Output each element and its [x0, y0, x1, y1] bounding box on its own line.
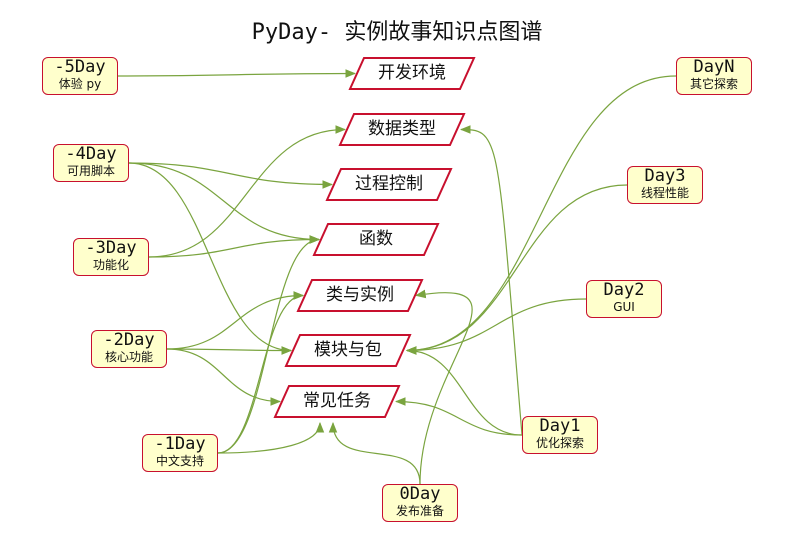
day-subtitle: 线程性能 [640, 186, 689, 200]
edge-arrow [148, 235, 321, 258]
edge-arrow [459, 125, 523, 436]
topic-node-label[interactable]: 函数 [359, 229, 393, 249]
edge-arrow [128, 162, 334, 189]
topic-shape[interactable] [273, 385, 401, 418]
edge-arrow [166, 346, 293, 355]
day-subtitle: 优化探索 [535, 436, 584, 450]
day-subtitle: 功能化 [92, 258, 129, 272]
topic-shape[interactable] [284, 334, 412, 367]
topic-node-label[interactable]: 过程控制 [355, 174, 423, 194]
edge-arrow [405, 184, 628, 355]
day-name: -5Day [54, 57, 106, 77]
day-subtitle: 发布准备 [395, 504, 444, 518]
topic-shape[interactable] [338, 113, 466, 146]
edge-arrow [128, 162, 321, 244]
edge-arrow [405, 298, 587, 355]
edge-arrow [405, 75, 677, 355]
edge-arrow [166, 348, 282, 406]
edge-arrow [394, 397, 523, 436]
day-name: -3Day [85, 238, 137, 258]
day-name: -2Day [103, 330, 155, 350]
day-name: Day3 [644, 166, 686, 186]
edge-arrow [217, 235, 321, 454]
edge-arrow [405, 346, 523, 436]
edge-arrow [414, 289, 473, 485]
day-subtitle: 体验 py [58, 77, 102, 91]
day-name: Day2 [603, 280, 645, 300]
topic-node-label[interactable]: 开发环境 [378, 63, 446, 83]
day-subtitle: 中文支持 [155, 454, 204, 468]
day-name: DayN [693, 57, 735, 77]
day-name: -1Day [154, 434, 206, 454]
topic-shape[interactable] [348, 57, 476, 90]
topic-node-label[interactable]: 数据类型 [368, 119, 436, 139]
day-subtitle: 可用脚本 [66, 164, 115, 178]
edge-arrow [217, 421, 325, 454]
day-name: -4Day [65, 144, 117, 164]
edge-arrow [117, 69, 357, 78]
topic-shape[interactable] [296, 279, 424, 312]
day-name: 0Day [399, 484, 441, 504]
day-subtitle: 核心功能 [104, 350, 153, 364]
topic-shape[interactable] [325, 168, 453, 201]
edge-arrow [166, 291, 305, 350]
diagram-title: PyDay- 实例故事知识点图谱 [251, 20, 543, 45]
edge-arrow [217, 291, 305, 454]
edge-arrow [328, 421, 421, 485]
day-subtitle: 其它探索 [689, 77, 738, 91]
edge-arrow [148, 125, 347, 258]
topic-node-label[interactable]: 类与实例 [326, 285, 394, 305]
day-name: Day1 [539, 416, 581, 436]
day-subtitle: GUI [613, 300, 635, 314]
topic-shape[interactable] [312, 223, 440, 256]
topic-node-label[interactable]: 常见任务 [303, 391, 371, 411]
topic-node-label[interactable]: 模块与包 [314, 340, 382, 360]
edge-arrow [128, 162, 293, 355]
